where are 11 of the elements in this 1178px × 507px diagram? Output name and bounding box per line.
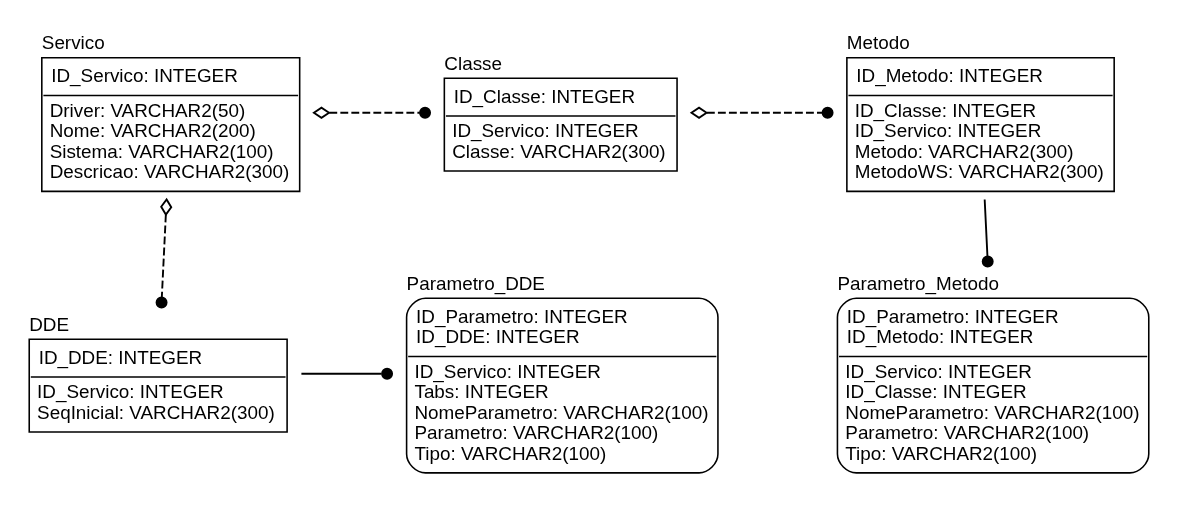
connector — [312, 106, 432, 119]
node-label: Parametro_Metodo — [837, 272, 999, 294]
connector — [981, 198, 994, 268]
connector — [300, 367, 394, 380]
connector — [689, 106, 834, 119]
node-label: Classe — [444, 52, 502, 74]
node-label: Parametro_DDE — [406, 272, 545, 294]
node-label: DDE — [29, 313, 70, 335]
connector — [155, 197, 173, 309]
node-label: Metodo — [846, 32, 910, 54]
node-label: Servico — [41, 32, 105, 54]
